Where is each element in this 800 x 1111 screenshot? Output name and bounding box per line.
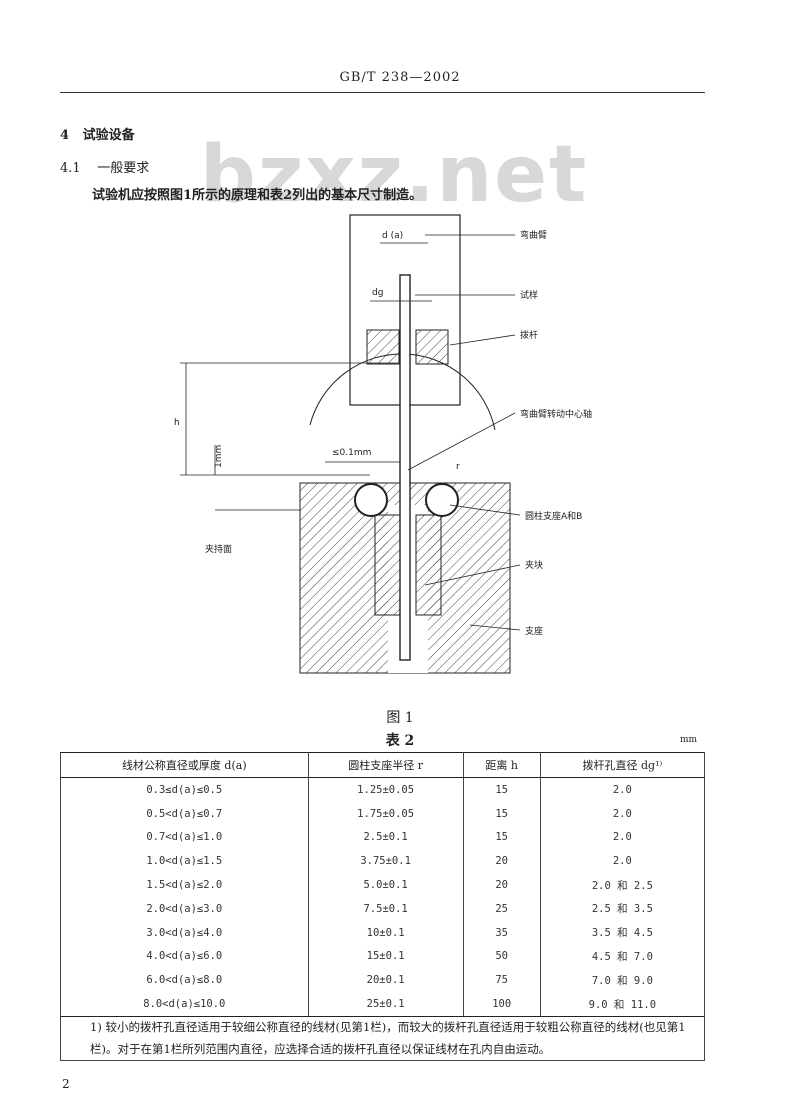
table-cell: 0.5<d(a)≤0.7 xyxy=(60,801,309,826)
page-number: 2 xyxy=(62,1077,70,1091)
table-cell: 10±0.1 xyxy=(307,920,464,945)
leader-guide xyxy=(449,334,516,346)
cylinder-support-a xyxy=(354,483,388,517)
leader-support xyxy=(469,624,521,631)
label-cylinder-supports: 圆柱支座A和B xyxy=(525,510,582,522)
label-clamp-face: 夹持面 xyxy=(205,543,232,555)
table-cell: 2.5±0.1 xyxy=(307,825,464,850)
table-cell: 1.5<d(a)≤2.0 xyxy=(60,873,309,897)
table-cell: 2.0 xyxy=(539,825,706,850)
bend-test-figure: 弯曲臂 试样 拨杆 弯曲臂转动中心轴 圆柱支座A和B 夹块 支座 夹持面 d (… xyxy=(174,214,592,674)
table-cell: 7.5±0.1 xyxy=(307,896,464,921)
table-cell: 15 xyxy=(462,777,541,802)
section-number: 4 xyxy=(60,128,70,143)
header-standard-number: GB/T 238—2002 xyxy=(339,70,461,85)
leader-jaw xyxy=(424,564,521,586)
table-unit: mm xyxy=(680,735,698,745)
label-support: 支座 xyxy=(525,625,543,637)
table-cell: 4.0<d(a)≤6.0 xyxy=(60,944,309,969)
table-cell: 4.5 和 7.0 xyxy=(539,944,706,969)
leader-cylinders xyxy=(449,504,521,516)
table-cell: 2.0 xyxy=(539,849,706,874)
table-cell: 35 xyxy=(462,920,541,945)
jaw-block-right xyxy=(415,514,442,616)
cylinder-support-b xyxy=(425,483,459,517)
table-cell: 1.0<d(a)≤1.5 xyxy=(60,849,309,874)
table-cell: 5.0±0.1 xyxy=(307,873,464,897)
table-cell: 2.0<d(a)≤3.0 xyxy=(60,896,309,921)
table-cell: 50 xyxy=(462,944,541,969)
jaw-block-left xyxy=(374,514,401,616)
table-cell: 25 xyxy=(462,896,541,921)
footnote-box xyxy=(60,1000,705,1061)
table-cell: 20±0.1 xyxy=(307,968,464,993)
label-dim-h: h xyxy=(174,418,180,428)
table-cell: 25±0.1 xyxy=(307,992,464,1017)
subsection-number: 4.1 xyxy=(60,161,81,176)
table-cell: 20 xyxy=(462,873,541,897)
table-cell: 0.3≤d(a)≤0.5 xyxy=(60,777,309,802)
table-cell: 9.0 和 11.0 xyxy=(539,992,706,1017)
table-cell: 7.0 和 9.0 xyxy=(539,968,706,993)
table-cell: 2.0 xyxy=(539,801,706,826)
table-cell: 15 xyxy=(462,801,541,826)
table-footnote: 1) 较小的拨杆孔直径适用于较细公称直径的线材(见第1栏)，而较大的拨杆孔直径适… xyxy=(90,1020,686,1056)
label-dim-r: r xyxy=(456,462,460,472)
label-guide: 拨杆 xyxy=(520,329,538,341)
table-cell: 0.7<d(a)≤1.0 xyxy=(60,825,309,850)
table-cell: 3.75±0.1 xyxy=(307,849,464,874)
label-dim-dg: dg xyxy=(372,288,383,298)
section-heading: 4 试验设备 xyxy=(60,124,135,143)
table-cell: 100 xyxy=(462,992,541,1017)
leader-pivot xyxy=(407,412,516,471)
table-cell: 2.0 xyxy=(539,777,706,802)
specimen-wire xyxy=(399,274,411,661)
subsection-heading: 4.1 一般要求 xyxy=(60,157,149,176)
column-header: 线材公称直径或厚度 d(a) xyxy=(60,752,309,778)
table-cell: 3.5 和 4.5 xyxy=(539,920,706,945)
column-header: 圆柱支座半径 r xyxy=(307,752,464,778)
table-cell: 2.0 和 2.5 xyxy=(539,873,706,897)
table-cell: 8.0<d(a)≤10.0 xyxy=(60,992,309,1017)
subsection-title: 一般要求 xyxy=(97,161,150,176)
section-title: 试验设备 xyxy=(82,128,135,143)
table-cell: 75 xyxy=(462,968,541,993)
label-bending-arm: 弯曲臂 xyxy=(520,229,547,241)
table-cell: 1.75±0.05 xyxy=(307,801,464,826)
label-pivot: 弯曲臂转动中心轴 xyxy=(520,408,592,420)
figure-caption: 图 1 xyxy=(386,710,414,726)
table-cell: 3.0<d(a)≤4.0 xyxy=(60,920,309,945)
column-header: 拨杆孔直径 dg¹⁾ xyxy=(539,752,706,778)
label-dim-gap: ≤0.1mm xyxy=(332,448,371,458)
table-cell: 1.25±0.05 xyxy=(307,777,464,802)
header-rule xyxy=(60,92,705,93)
table-cell: 20 xyxy=(462,849,541,874)
table-cell: 15±0.1 xyxy=(307,944,464,969)
table-cell: 6.0<d(a)≤8.0 xyxy=(60,968,309,993)
label-dim-d: d (a) xyxy=(382,231,403,241)
table-cell: 2.5 和 3.5 xyxy=(539,896,706,921)
label-jaw-block: 夹块 xyxy=(525,559,543,571)
dimension-table: 线材公称直径或厚度 d(a) 圆柱支座半径 r 距离 h 拨杆孔直径 dg¹⁾ … xyxy=(60,752,706,1017)
table-caption: 表 2 xyxy=(385,733,415,749)
watermark-text: bzxz.net xyxy=(200,130,589,220)
column-header: 距离 h xyxy=(462,752,541,778)
label-dim-1mm: 1mm xyxy=(214,445,224,468)
table-cell: 15 xyxy=(462,825,541,850)
guide-block-right xyxy=(415,329,449,365)
intro-paragraph: 试验机应按照图1所示的原理和表2列出的基本尺寸制造。 xyxy=(92,188,423,203)
guide-block-left xyxy=(366,329,400,365)
table-header-row: 线材公称直径或厚度 d(a) 圆柱支座半径 r 距离 h 拨杆孔直径 dg¹⁾ xyxy=(60,752,706,778)
label-specimen: 试样 xyxy=(520,289,538,301)
